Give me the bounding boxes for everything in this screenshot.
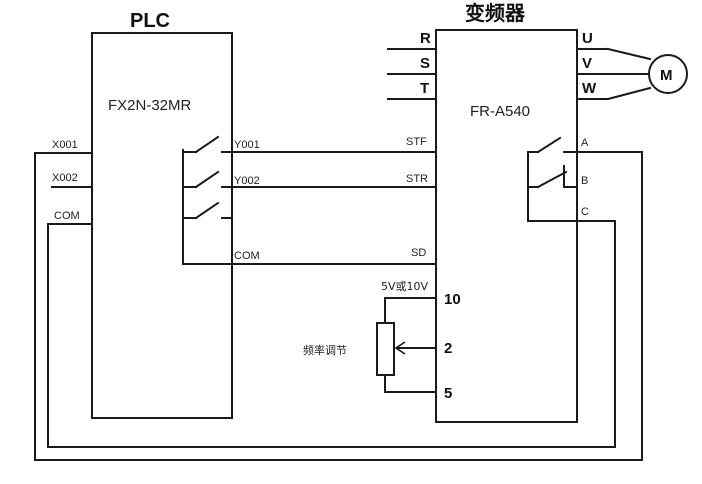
loop-wiring bbox=[34, 151, 643, 461]
terminal-a-label: A bbox=[581, 137, 589, 149]
control-wiring bbox=[231, 151, 437, 265]
vfd-power-output: U V W bbox=[576, 30, 652, 101]
terminal-str-label: STR bbox=[406, 173, 428, 185]
terminal-r-label: R bbox=[420, 30, 431, 47]
terminal-10-label: 10 bbox=[444, 291, 461, 308]
terminal-stf-label: STF bbox=[406, 136, 427, 148]
plc-com-in-label: COM bbox=[54, 210, 80, 222]
vfd-model: FR-A540 bbox=[470, 103, 530, 120]
terminal-b-label: B bbox=[581, 175, 588, 187]
pot-voltage-label: 5V或10V bbox=[381, 280, 429, 293]
motor-label: M bbox=[660, 67, 673, 84]
plc-y001-label: Y001 bbox=[234, 139, 260, 151]
terminal-c-label: C bbox=[581, 206, 589, 218]
vfd-box bbox=[435, 29, 578, 423]
terminal-t-label: T bbox=[420, 80, 429, 97]
plc-input-wiring bbox=[51, 152, 93, 225]
terminal-sd-label: SD bbox=[411, 247, 426, 259]
plc-model: FX2N-32MR bbox=[108, 97, 192, 114]
plc-com-out-label: COM bbox=[234, 250, 260, 262]
plc-x001-label: X001 bbox=[52, 139, 78, 151]
terminal-5-label: 5 bbox=[444, 385, 452, 402]
potentiometer-symbol bbox=[376, 297, 437, 393]
plc-output-contacts bbox=[182, 135, 233, 265]
terminal-s-label: S bbox=[420, 55, 430, 72]
terminal-w-label: W bbox=[582, 80, 597, 97]
plc-x002-label: X002 bbox=[52, 172, 78, 184]
terminal-v-label: V bbox=[582, 55, 592, 72]
terminal-2-label: 2 bbox=[444, 340, 452, 357]
plc-title: PLC bbox=[130, 10, 170, 32]
pot-label: 频率调节 bbox=[303, 343, 347, 357]
vfd-relay-contacts bbox=[527, 136, 578, 222]
plc-box bbox=[91, 32, 233, 419]
motor-symbol bbox=[648, 54, 688, 94]
vfd-power-input: R S T bbox=[387, 30, 437, 100]
plc-y002-label: Y002 bbox=[234, 175, 260, 187]
vfd-title: 变频器 bbox=[465, 1, 526, 25]
terminal-u-label: U bbox=[582, 30, 593, 47]
